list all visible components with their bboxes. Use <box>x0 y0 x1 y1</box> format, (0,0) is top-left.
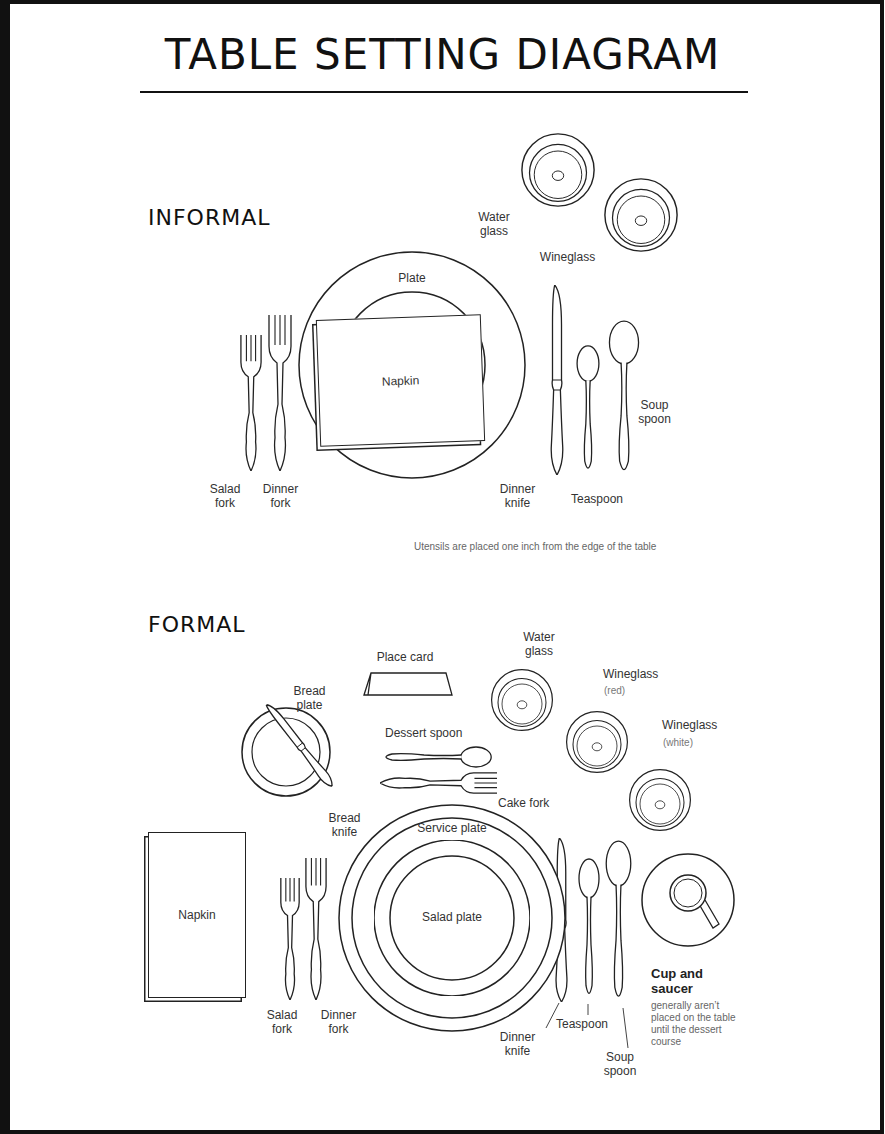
wineglass <box>605 179 677 251</box>
node-label: Plate <box>298 271 526 285</box>
part-label: Soup spoon <box>632 398 677 426</box>
note-text: Utensils are placed one inch from the ed… <box>414 541 754 553</box>
part-label: Dinner knife <box>495 1030 540 1058</box>
cake-fork <box>380 773 497 793</box>
part-label: Dessert spoon <box>385 726 485 740</box>
cup-rim <box>674 879 702 907</box>
napkin: Napkin <box>316 314 485 447</box>
part-label: Water glass <box>470 210 518 238</box>
plate-rim <box>352 818 552 1018</box>
wineglass-white <box>630 770 691 831</box>
section-heading: FORMAL <box>148 612 348 638</box>
leader-line <box>546 1003 628 1048</box>
part-label: Wineglass <box>603 667 683 681</box>
part-label: Dinner fork <box>316 1008 361 1036</box>
saucer <box>642 854 734 946</box>
part-label: Cake fork <box>498 796 568 810</box>
teaspoon <box>577 346 599 468</box>
note-text: generally aren’t placed on the table unt… <box>651 1000 749 1048</box>
soup-spoon <box>606 841 631 996</box>
plate-rim <box>374 840 530 996</box>
part-label: Salad fork <box>262 1008 302 1036</box>
dessert-spoon <box>386 747 491 767</box>
node-label: Salad plate <box>374 910 530 924</box>
part-label: Salad fork <box>205 482 245 510</box>
plate-rim <box>299 252 525 478</box>
part-label: Dinner knife <box>495 482 540 510</box>
dinner-fork <box>269 315 291 471</box>
part-label: Wineglass <box>530 250 605 264</box>
section-heading: INFORMAL <box>148 205 348 231</box>
node-label: Napkin <box>319 371 482 391</box>
salad-fork <box>241 335 261 471</box>
salad-plate: Salad plate <box>374 840 530 996</box>
water-glass <box>492 670 553 731</box>
part-label: Teaspoon <box>562 492 632 506</box>
frame <box>3 2 882 1132</box>
note-text: (white) <box>663 737 713 749</box>
diagram-title: TABLE SETTING DIAGRAM <box>0 28 885 82</box>
part-label: Teaspoon <box>556 1017 626 1031</box>
plate: PlateNapkin <box>298 251 526 479</box>
place-card <box>364 673 452 695</box>
part-label: Bread knife <box>322 811 367 839</box>
part-label: Dinner fork <box>258 482 303 510</box>
dinner-fork <box>306 858 326 1000</box>
part-label: Water glass <box>515 630 563 658</box>
note-text: (red) <box>604 685 644 697</box>
plate-rim <box>339 805 565 1031</box>
salad-fork <box>281 878 299 1000</box>
part-label: Place card <box>360 650 450 664</box>
cup <box>670 875 706 911</box>
frame-bar <box>0 0 10 1134</box>
service-plate: Service plateSalad plate <box>338 804 566 1032</box>
napkin: Napkin <box>148 832 246 998</box>
wineglass-red <box>567 712 628 773</box>
node-label: Service plate <box>338 821 566 835</box>
node-label: Napkin <box>149 908 245 922</box>
part-label: Soup spoon <box>600 1050 640 1078</box>
water-glass <box>522 134 594 206</box>
part-label: Bread plate <box>287 684 332 712</box>
dinner-knife <box>551 285 563 475</box>
part-label: Wineglass <box>662 718 742 732</box>
bread-knife <box>264 701 336 789</box>
part-label: Cup and saucer <box>651 966 741 996</box>
title-underline <box>140 91 748 93</box>
teaspoon <box>579 859 599 993</box>
soup-spoon <box>609 321 638 469</box>
